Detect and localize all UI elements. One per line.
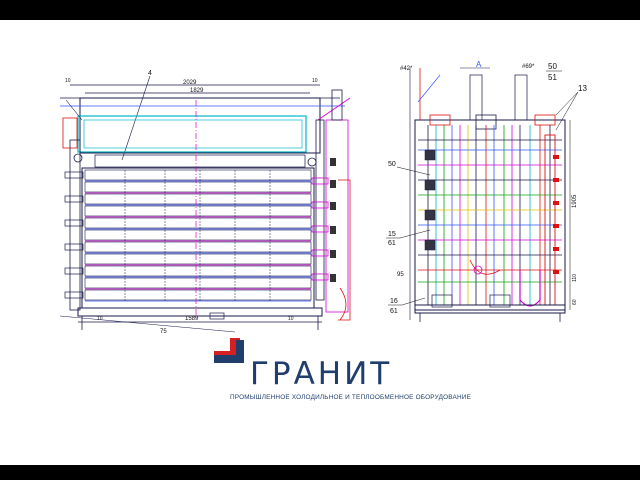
section-label-a: A [476,60,482,69]
dim-95: 95 [397,272,404,278]
callout-50-top: 50 [548,62,557,71]
callout-16: 16 [390,298,398,305]
dim-top-overall: 2029 [183,80,197,86]
dim-side-left: 10 [65,78,71,84]
dim-110: 110 [572,274,578,282]
dim-bottom-right: 10 [288,316,294,322]
callout-51-top: 51 [548,73,557,82]
label-69: #69* [522,64,535,70]
dim-1905: 1905 [572,194,578,208]
callout-4: 4 [148,70,152,77]
dim-top-inner: 1829 [190,88,204,94]
callout-15: 15 [388,231,396,238]
dim-bottom-left: 10 [97,316,103,322]
dim-60: 60 [572,299,578,305]
callout-50-left: 50 [388,161,396,168]
callout-13: 13 [578,84,587,93]
drawing-canvas: 2029 1829 4 10 10 [0,20,640,465]
front-view: 2029 1829 4 10 10 [59,70,351,335]
callout-61-upper: 61 [388,240,396,247]
brand-name: ГРАНИТ [250,356,393,392]
side-view: #42* A #69* 50 51 13 [386,60,587,322]
callout-61-lower: 61 [390,308,398,315]
dim-side-right: 10 [312,78,318,84]
plate-stack [64,100,336,320]
brand-tagline: ПРОМЫШЛЕННОЕ ХОЛОДИЛЬНОЕ И ТЕПЛООБМЕННОЕ… [230,394,472,401]
granite-logo-mark-icon [214,338,244,363]
dim-bottom-partial: 75 [160,329,167,335]
label-42: #42* [400,66,413,72]
dim-bottom: 1589 [185,316,199,322]
